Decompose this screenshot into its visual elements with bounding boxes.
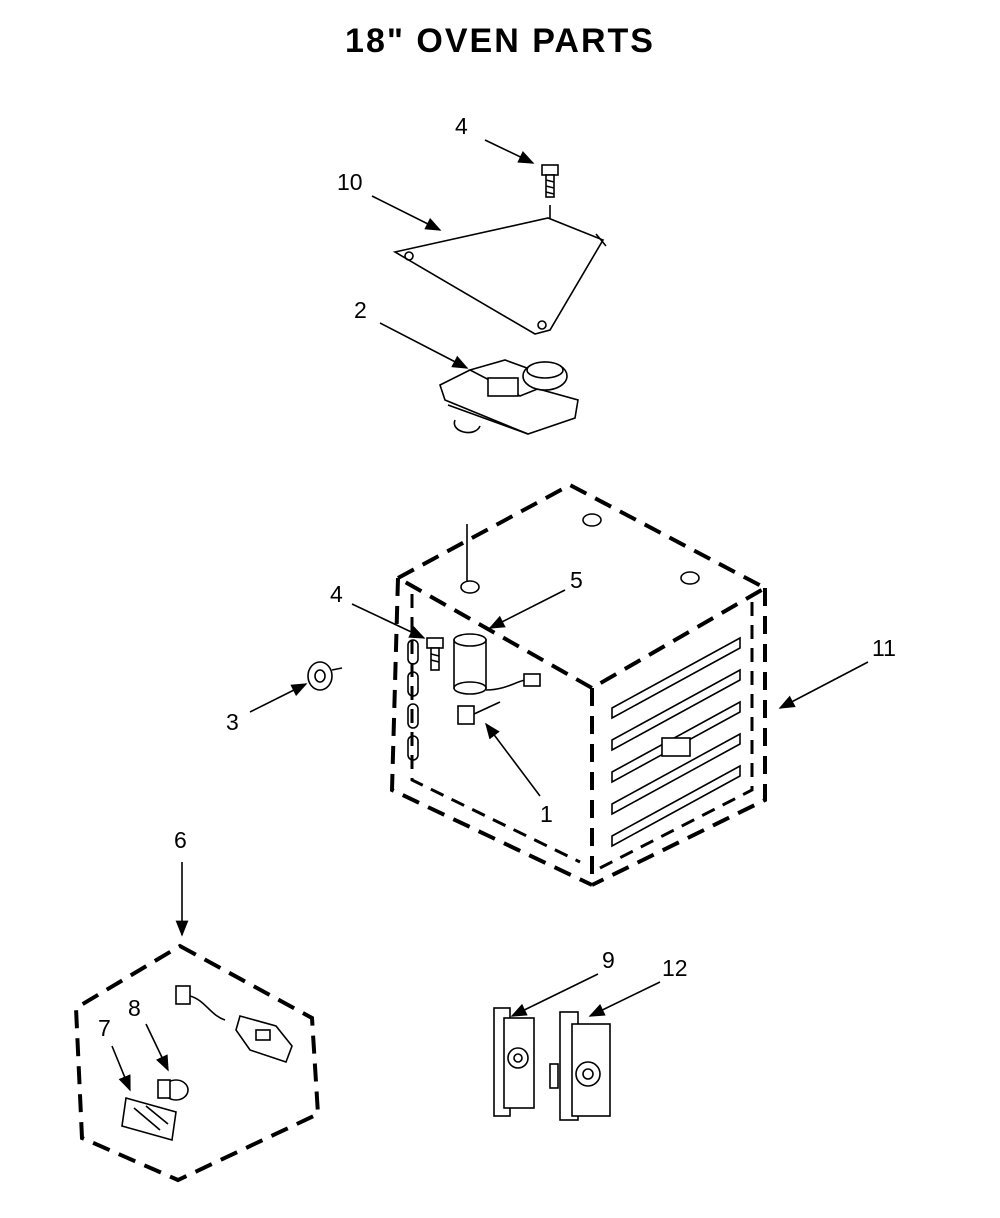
leader-1 [485, 722, 541, 797]
bulb-part[interactable] [157, 1079, 189, 1101]
leader-7 [111, 1045, 131, 1092]
callout-4-lower: 4 [330, 581, 343, 607]
callout-9: 9 [602, 947, 615, 973]
leader-11 [778, 661, 869, 709]
callout-12: 12 [662, 955, 688, 981]
right-rack-slots [611, 636, 741, 848]
screw-part-top[interactable] [541, 164, 559, 218]
motor-assembly-part[interactable] [439, 359, 579, 435]
callout-2: 2 [354, 297, 367, 323]
leader-4-top [484, 139, 535, 164]
callout-4-top: 4 [455, 113, 468, 139]
hinge-part-left[interactable] [493, 1007, 535, 1117]
callout-10: 10 [337, 169, 363, 195]
leader-10 [371, 195, 442, 231]
left-rack-slots [407, 639, 419, 761]
callout-6: 6 [174, 827, 187, 853]
lens-part[interactable] [121, 1096, 177, 1142]
callout-5: 5 [570, 567, 583, 593]
plate-part[interactable] [392, 217, 607, 335]
callout-3: 3 [226, 709, 239, 735]
leader-4-lower [351, 603, 426, 639]
lamp-holder-part[interactable] [175, 985, 293, 1064]
oven-cavity-part[interactable] [389, 482, 770, 887]
leader-12 [588, 981, 661, 1017]
light-kit-group[interactable] [73, 943, 321, 1183]
leader-3 [249, 683, 308, 713]
leader-9 [510, 973, 599, 1017]
leader-5 [488, 589, 566, 629]
page-title: 18" OVEN PARTS [345, 22, 655, 60]
leader-2 [379, 322, 469, 369]
callout-1: 1 [540, 801, 553, 827]
callout-8: 8 [128, 995, 141, 1021]
leader-8 [145, 1023, 169, 1072]
lamp-socket-part[interactable] [453, 633, 541, 695]
sensor-part[interactable] [457, 701, 501, 725]
callout-11: 11 [872, 635, 896, 661]
screw-part-lower[interactable] [426, 637, 444, 671]
hinge-part-right[interactable] [549, 1011, 611, 1121]
callout-7: 7 [98, 1015, 111, 1041]
spacer-part[interactable] [307, 661, 343, 691]
